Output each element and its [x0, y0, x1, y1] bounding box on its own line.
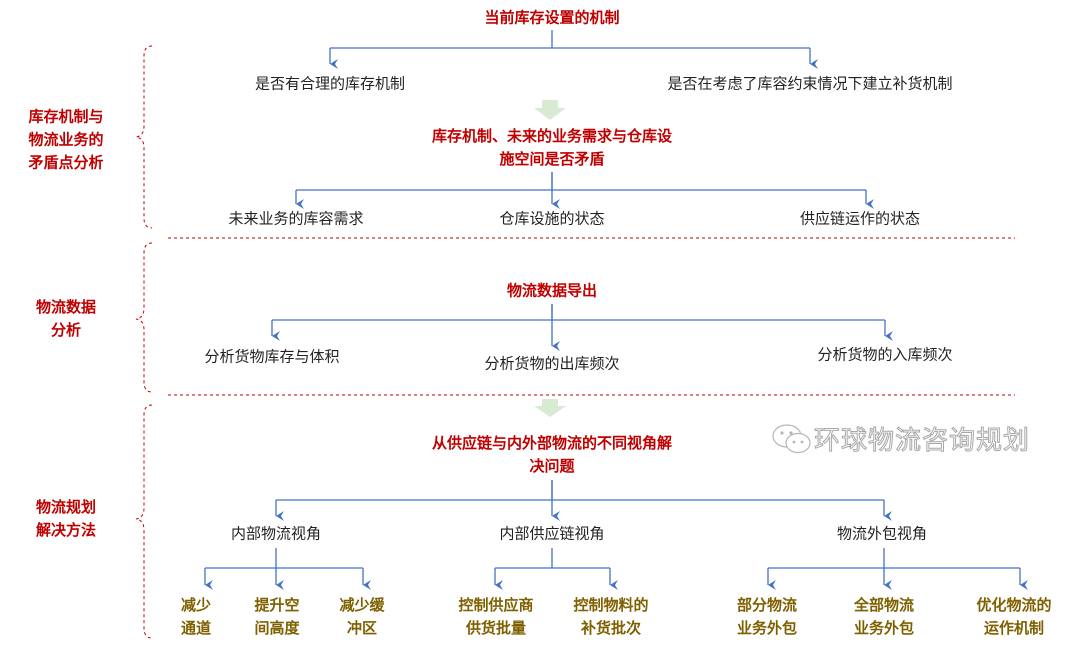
node-reasonable-mechanism: 是否有合理的库存机制 [254, 74, 406, 93]
wechat-icon [772, 423, 811, 453]
leaf-reduce-aisles: 减少通道 [180, 596, 212, 637]
watermark-text: 环球物流咨询规划 [813, 426, 1031, 457]
side-label-line: 物流数据 [35, 298, 97, 316]
side-label-line: 库存机制与 [28, 107, 104, 126]
leaf-replenishment-batch: 控制物料的补货批次 [573, 596, 649, 637]
leaf-full-outsourcing: 全部物流业务外包 [853, 596, 915, 637]
node-internal-supply-chain: 内部供应链视角 [499, 524, 605, 543]
brace [135, 242, 153, 393]
brace [135, 45, 153, 229]
side-label-data-analysis: 物流数据 分析 [36, 296, 96, 342]
leaf-partial-outsourcing: 部分物流业务外包 [736, 596, 798, 637]
node-inbound-frequency: 分析货物的入库频次 [817, 345, 953, 364]
node-internal-logistics: 内部物流视角 [230, 524, 322, 543]
node-line: 库存机制、未来的业务需求与仓库设 [431, 127, 673, 145]
leaf-reduce-buffer: 减少缓冲区 [339, 596, 385, 637]
node-inventory-volume: 分析货物库存与体积 [204, 347, 340, 366]
node-line: 决问题 [529, 457, 575, 475]
node-outsourcing: 物流外包视角 [836, 524, 928, 543]
node-facility-status: 仓库设施的状态 [499, 209, 605, 228]
side-label-line: 解决方法 [35, 521, 97, 539]
node-current-inventory-mechanism: 当前库存设置的机制 [484, 8, 620, 27]
node-data-export: 物流数据导出 [506, 281, 598, 300]
node-supply-chain-status: 供应链运作的状态 [799, 209, 921, 228]
node-outbound-frequency: 分析货物的出库频次 [484, 354, 620, 373]
side-label-solutions: 物流规划 解决方法 [36, 496, 96, 542]
node-line: 从供应链与内外部物流的不同视角解 [431, 434, 673, 452]
watermark: 环球物流咨询规划 [770, 420, 1030, 457]
leaf-optimize-operations: 优化物流的运作机制 [976, 596, 1052, 637]
node-line: 施空间是否矛盾 [499, 150, 605, 168]
side-label-conflict-analysis: 库存机制与 物流业务的 矛盾点分析 [28, 106, 103, 175]
node-future-capacity: 未来业务的库容需求 [228, 209, 364, 228]
side-label-line: 物流规划 [35, 498, 97, 516]
step-arrow [534, 399, 566, 417]
leaf-raise-height: 提升空间高度 [254, 596, 300, 637]
node-replenishment-mechanism: 是否在考虑了库容约束情况下建立补货机制 [667, 74, 953, 93]
side-label-line: 分析 [50, 321, 82, 339]
node-conflict-question: 库存机制、未来的业务需求与仓库设 施空间是否矛盾 [432, 125, 672, 171]
side-label-line: 物流业务的 [28, 130, 104, 149]
node-perspectives: 从供应链与内外部物流的不同视角解 决问题 [432, 432, 672, 478]
leaf-supplier-batch: 控制供应商供货批量 [458, 596, 534, 637]
side-label-line: 矛盾点分析 [28, 153, 104, 172]
brace [135, 404, 153, 639]
step-arrow [534, 100, 566, 120]
